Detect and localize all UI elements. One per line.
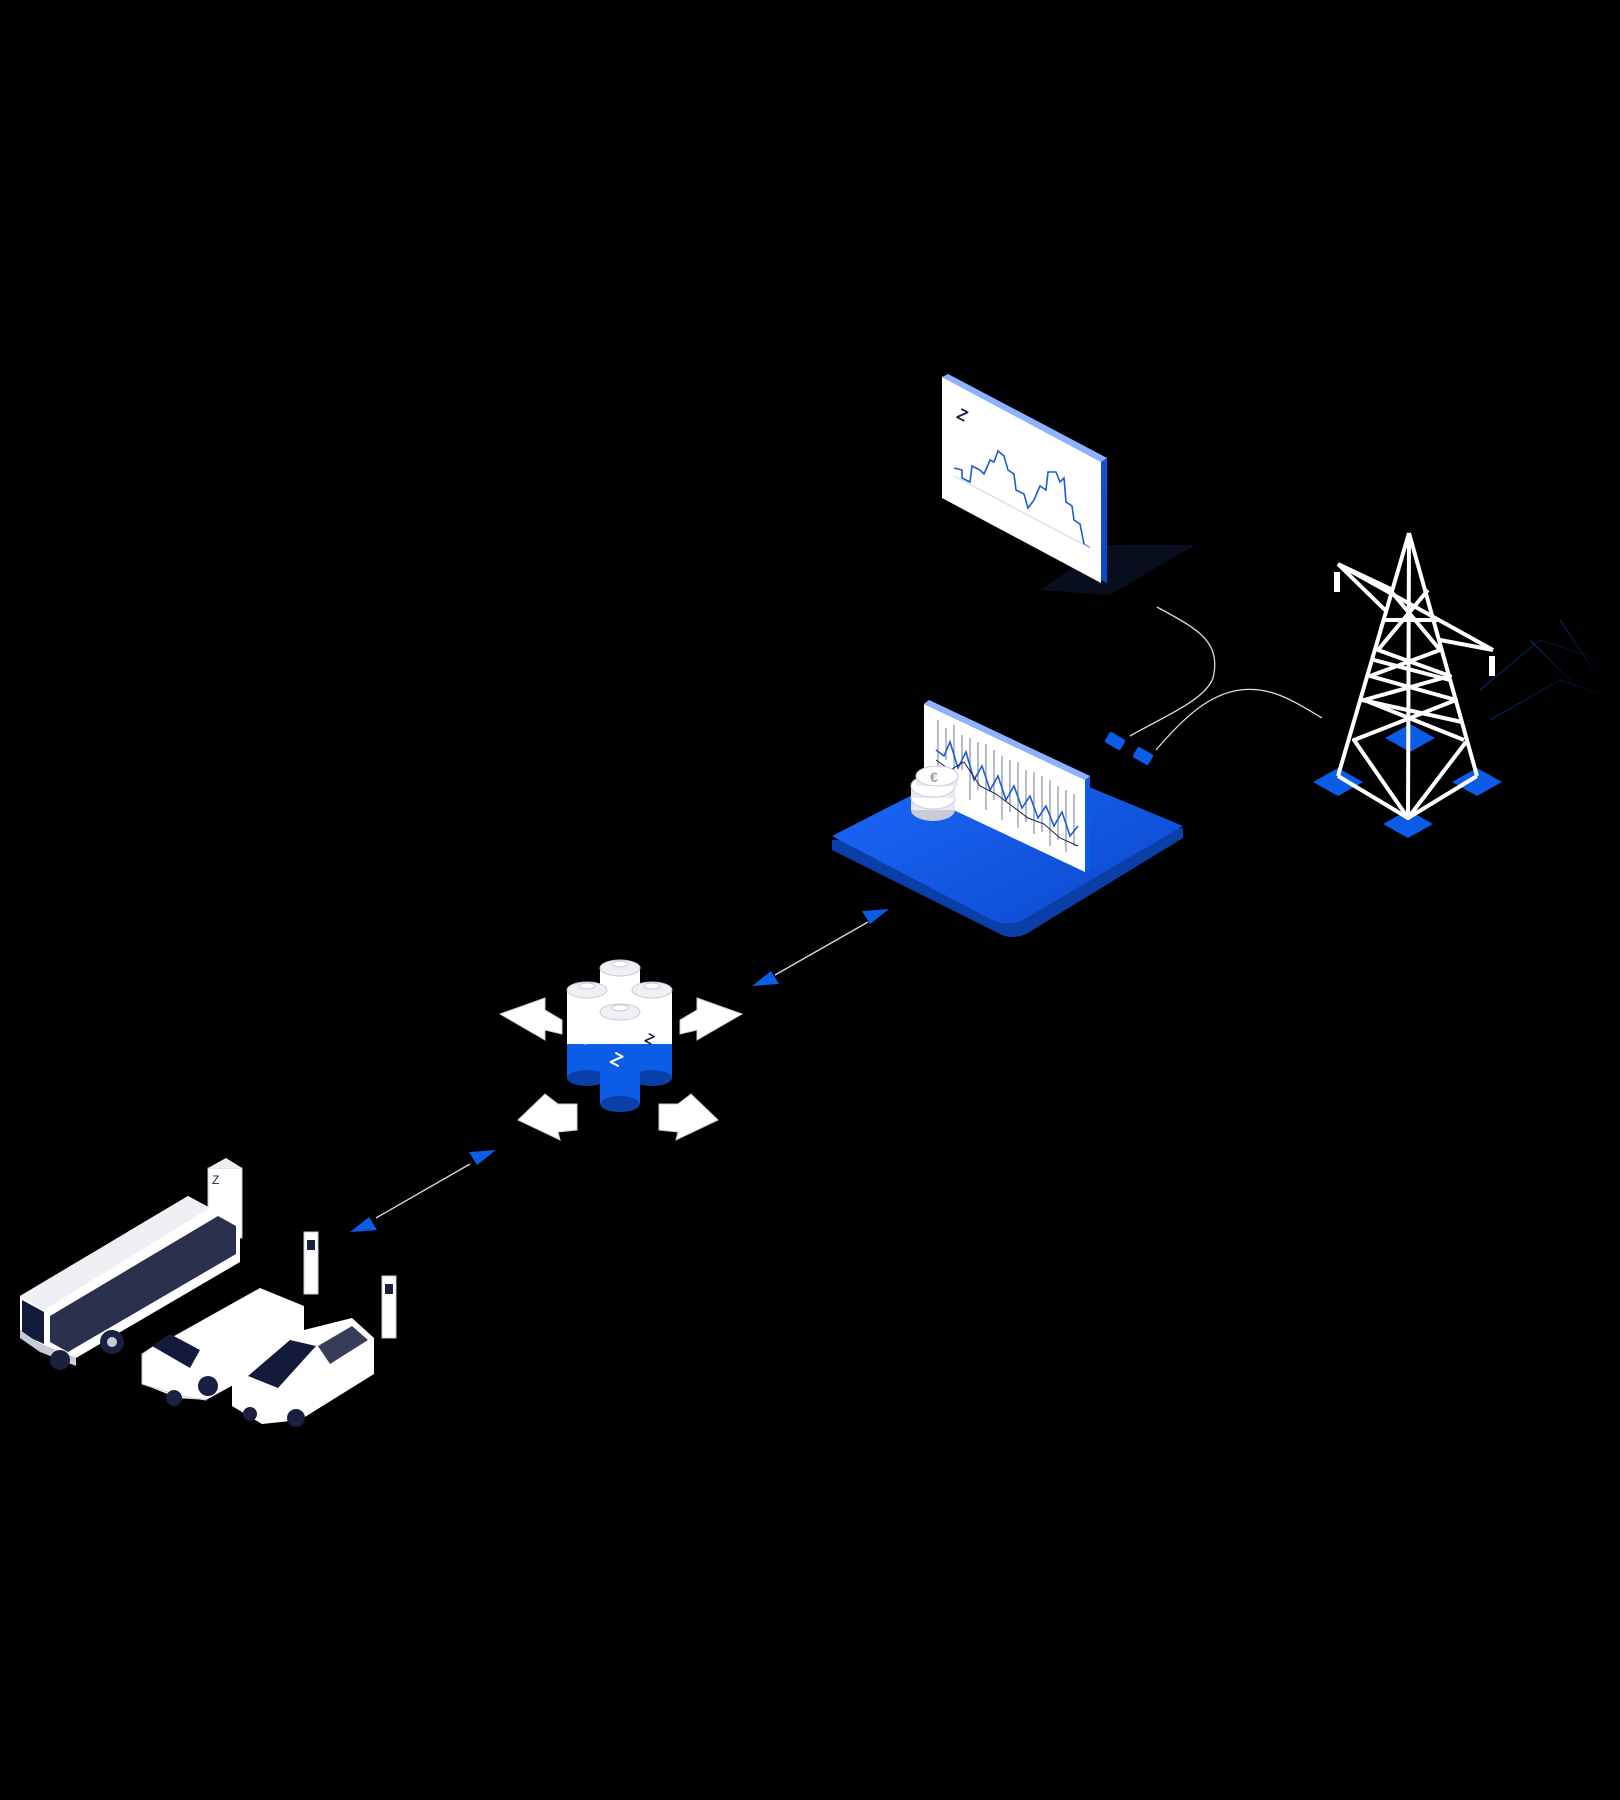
inward-arrow-icon (658, 1093, 719, 1141)
insulator-icon (1489, 656, 1495, 676)
power-grid-node (1313, 532, 1620, 838)
candle-series-blue (935, 739, 1079, 838)
insulator-icon (1334, 572, 1340, 592)
van-icon (141, 1288, 304, 1406)
connector-port (1132, 747, 1154, 765)
inward-arrow-icon (517, 1093, 578, 1141)
arrowhead-icon (862, 909, 889, 924)
connector-port (1104, 732, 1126, 750)
market-line-series (953, 449, 1091, 549)
transmission-tower-icon (1336, 532, 1494, 820)
battery-fleet-arrow[interactable] (350, 1150, 496, 1232)
grid-fade-lines (1479, 619, 1620, 721)
charging-station-icon (381, 1275, 397, 1339)
inward-arrow-icon (498, 997, 563, 1041)
ev-fleet-node: Z (20, 1158, 397, 1427)
svg-text:Z: Z (212, 1173, 219, 1187)
battery-icon: Z (599, 1003, 641, 1112)
bus-icon (20, 1196, 240, 1370)
market-chart-screen (942, 377, 1101, 583)
arrowhead-icon (752, 971, 779, 986)
chart-to-platform-connector (1129, 606, 1216, 737)
arrowhead-icon (350, 1217, 377, 1232)
market-chart-node: Z (942, 374, 1195, 595)
car-icon (232, 1318, 374, 1427)
grid-to-platform-connector (1155, 688, 1323, 751)
battery-storage-node: Z Z Z (498, 959, 744, 1141)
charging-station-icon (303, 1231, 319, 1295)
arrowhead-icon (469, 1150, 496, 1165)
inward-arrow-icon (679, 997, 744, 1041)
platform-battery-arrow[interactable] (752, 909, 889, 986)
tower-footing (1452, 768, 1502, 796)
coin-stack-icon: € (910, 765, 959, 821)
candlestick-screen (924, 704, 1085, 872)
coin-symbol: € (930, 769, 938, 785)
trading-platform-node: € (832, 700, 1183, 937)
tower-footing (1313, 768, 1363, 796)
tower-footing (1383, 810, 1433, 838)
